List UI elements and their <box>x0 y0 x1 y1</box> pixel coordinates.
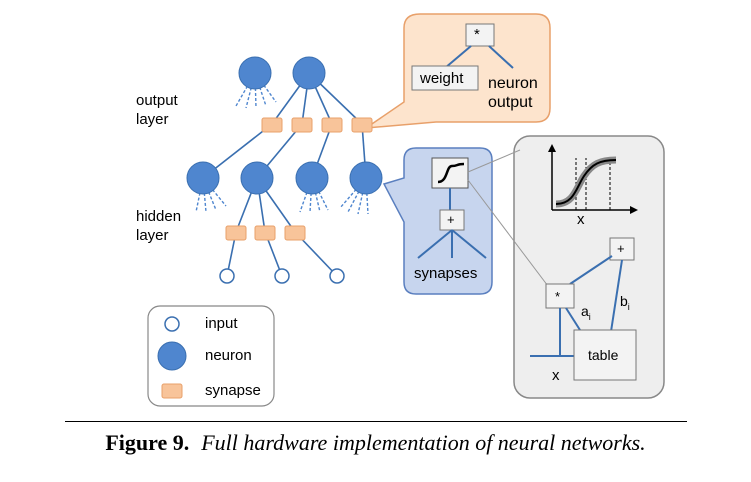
dashed-connections <box>195 72 369 215</box>
legend-input-swatch <box>164 316 180 332</box>
hidden-neuron <box>295 161 329 195</box>
figure-caption: Figure 9. Full hardware implementation of… <box>0 430 751 456</box>
synapse-node <box>321 117 343 133</box>
legend-synapse-label: synapse <box>205 382 261 399</box>
input-node <box>274 268 290 284</box>
synapse-node <box>225 225 247 241</box>
input-x-label: x <box>552 367 560 384</box>
neuron-detail-callout <box>382 147 493 295</box>
caption-text: Full hardware implementation of neural n… <box>201 430 646 455</box>
hidden-neuron <box>240 161 274 195</box>
hidden-layer-label: hidden layer <box>136 208 182 244</box>
multiply-box <box>465 23 495 47</box>
synapse-node <box>284 225 306 241</box>
piecewise-plus-symbol: + <box>617 241 625 256</box>
adder-symbol: + <box>447 212 455 227</box>
caption-number: Figure 9. <box>105 430 190 455</box>
synapse-node <box>291 117 313 133</box>
b-i-label: bi <box>620 293 630 312</box>
hidden-neuron <box>349 161 383 195</box>
multiply-symbol: * <box>474 26 480 43</box>
synapse-detail-callout <box>363 13 551 129</box>
legend <box>147 305 275 407</box>
synapse-node <box>351 117 373 133</box>
sigmoid-plot <box>548 144 638 214</box>
mult-box-piecewise <box>545 283 575 309</box>
output-neuron <box>292 56 326 90</box>
input-node <box>329 268 345 284</box>
legend-input-label: input <box>205 315 238 332</box>
activation-detail-callout <box>467 135 665 399</box>
caption-rule <box>65 421 687 422</box>
hidden-neuron <box>186 161 220 195</box>
sigmoid-box <box>431 157 469 189</box>
legend-neuron-label: neuron <box>205 347 252 364</box>
inputs <box>219 268 345 284</box>
synapse-node <box>261 117 283 133</box>
weight-box <box>411 65 479 91</box>
synapse-node <box>254 225 276 241</box>
output-neuron <box>238 56 272 90</box>
weight-label: weight <box>420 70 464 87</box>
a-i-label: ai <box>581 303 591 322</box>
neurons <box>186 56 383 195</box>
piecewise-mult-symbol: * <box>555 289 561 304</box>
legend-synapse-swatch <box>161 383 183 399</box>
synapses-label: synapses <box>414 265 478 282</box>
sigmoid-icon <box>437 162 465 184</box>
output-layer-label: output layer <box>136 92 178 128</box>
plot-x-label: x <box>577 211 585 228</box>
table-box <box>573 329 637 381</box>
legend-neuron-swatch <box>157 341 187 371</box>
neuron-output-label: neuron output <box>488 75 538 111</box>
network-edges <box>202 72 367 277</box>
table-label: table <box>588 347 619 363</box>
synapses <box>225 117 373 241</box>
input-node <box>219 268 235 284</box>
